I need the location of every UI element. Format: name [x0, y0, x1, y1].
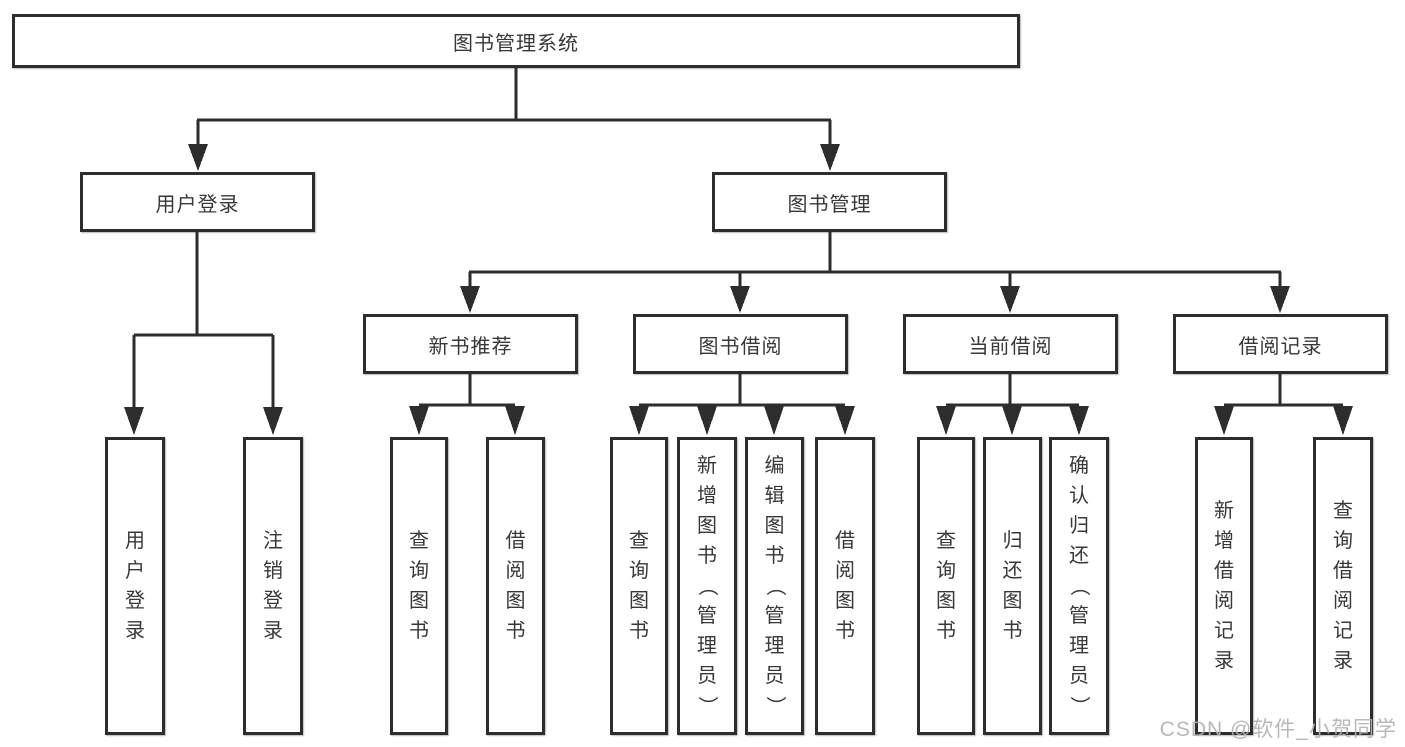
watermark-text: CSDN @软件_小贺同学 [1159, 718, 1397, 741]
leaf-recommend-borrow-books: 借阅图书 [486, 437, 545, 735]
leaf-borrowing-add-books-admin: 新增图书（管理员） [677, 437, 737, 735]
leaf-recommend-borrow-books-label: 借阅图书 [505, 530, 526, 642]
leaf-borrowing-edit-books-admin: 编辑图书（管理员） [745, 437, 804, 735]
leaf-recommend-query-books: 查询图书 [390, 437, 448, 735]
connector-records-to-leaves [1214, 374, 1353, 435]
leaf-current-confirm-return-admin: 确认归还（管理员） [1049, 437, 1109, 735]
node-borrowing-records: 借阅记录 [1173, 314, 1388, 374]
connector-newbooks-to-leaves [409, 374, 525, 435]
leaf-borrowing-query-books-label: 查询图书 [629, 530, 649, 642]
leaf-user-login: 用户登录 [105, 437, 165, 735]
node-current-borrowing: 当前借阅 [903, 314, 1118, 374]
connector-current-to-leaves [936, 374, 1089, 435]
connector-root-to-level2 [188, 68, 840, 171]
node-book-borrowing: 图书借阅 [633, 314, 848, 374]
node-new-book-recommend-label: 新书推荐 [428, 335, 513, 358]
node-book-management: 图书管理 [712, 172, 947, 232]
leaf-borrowing-edit-books-admin-label: 编辑图书（管理员） [763, 455, 786, 716]
leaf-records-add-record: 新增借阅记录 [1195, 437, 1253, 735]
leaf-current-query-books: 查询图书 [917, 437, 975, 735]
connector-borrowing-to-leaves [629, 374, 855, 435]
leaf-records-query-record: 查询借阅记录 [1313, 437, 1373, 735]
node-root-label: 图书管理系统 [453, 32, 579, 55]
leaf-current-return-books: 归还图书 [983, 437, 1042, 735]
leaf-recommend-query-books-label: 查询图书 [409, 530, 429, 642]
node-user-login: 用户登录 [80, 172, 315, 232]
node-book-management-label: 图书管理 [787, 193, 872, 216]
node-borrowing-records-label: 借阅记录 [1238, 335, 1323, 358]
leaf-borrowing-add-books-admin-label: 新增图书（管理员） [696, 455, 718, 716]
leaf-current-return-books-label: 归还图书 [1002, 530, 1023, 642]
leaf-current-confirm-return-admin-label: 确认归还（管理员） [1068, 455, 1090, 716]
node-root-system: 图书管理系统 [12, 14, 1020, 68]
node-user-login-label: 用户登录 [155, 193, 240, 216]
node-current-borrowing-label: 当前借阅 [968, 335, 1053, 358]
connector-bookmgmt-to-level3 [460, 232, 1290, 313]
node-new-book-recommend: 新书推荐 [363, 314, 578, 374]
leaf-borrowing-borrow-books-label: 借阅图书 [835, 530, 855, 642]
leaf-logout-label: 注销登录 [263, 530, 283, 642]
leaf-borrowing-query-books: 查询图书 [610, 437, 668, 735]
leaf-logout: 注销登录 [243, 437, 303, 735]
leaf-records-query-record-label: 查询借阅记录 [1333, 500, 1353, 672]
node-book-borrowing-label: 图书借阅 [698, 335, 783, 358]
leaf-user-login-label: 用户登录 [125, 530, 145, 642]
connector-userlogin-to-leaves [124, 232, 283, 435]
leaf-records-add-record-label: 新增借阅记录 [1214, 500, 1234, 672]
leaf-current-query-books-label: 查询图书 [936, 530, 956, 642]
leaf-borrowing-borrow-books: 借阅图书 [815, 437, 875, 735]
